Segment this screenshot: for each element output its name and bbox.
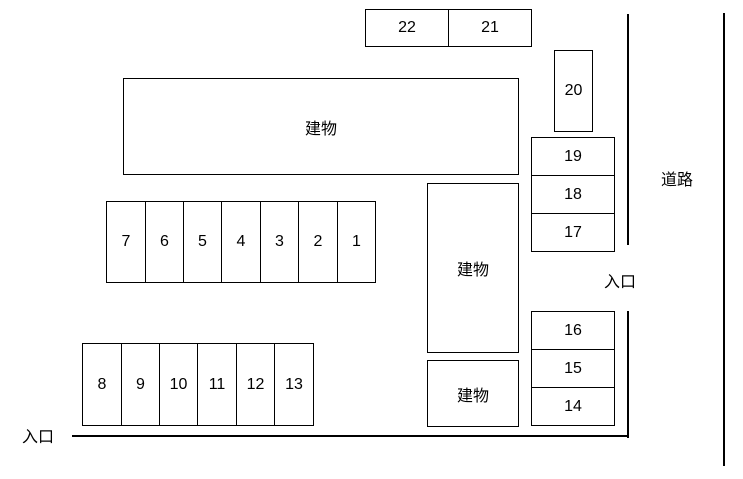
- parking-space-3: 3: [260, 201, 299, 283]
- parking-space-5: 5: [183, 201, 222, 283]
- building-middle: 建物: [427, 183, 519, 353]
- parking-space-12: 12: [236, 343, 275, 426]
- parking-space-1: 1: [337, 201, 376, 283]
- parking-space-9: 9: [121, 343, 160, 426]
- parking-space-7: 7: [106, 201, 146, 283]
- parking-space-19: 19: [531, 137, 615, 176]
- boundary-line-right-lower: [627, 311, 629, 438]
- building-bottom: 建物: [427, 360, 519, 427]
- entrance-label-bottom: 入口: [22, 427, 55, 446]
- parking-space-17: 17: [531, 213, 615, 252]
- parking-space-18: 18: [531, 175, 615, 214]
- parking-space-10: 10: [159, 343, 198, 426]
- parking-space-15: 15: [531, 349, 615, 388]
- parking-space-16: 16: [531, 311, 615, 350]
- parking-space-22: 22: [365, 9, 449, 47]
- parking-space-4: 4: [221, 201, 261, 283]
- parking-space-14: 14: [531, 387, 615, 426]
- parking-space-11: 11: [197, 343, 237, 426]
- parking-space-2: 2: [298, 201, 338, 283]
- parking-space-21: 21: [448, 9, 532, 47]
- parking-space-6: 6: [145, 201, 184, 283]
- road-edge-line: [723, 13, 725, 466]
- building-top: 建物: [123, 78, 519, 175]
- entrance-label-right: 入口: [604, 272, 637, 291]
- road-label: 道路: [661, 170, 694, 189]
- parking-space-13: 13: [274, 343, 314, 426]
- boundary-line-right-upper: [627, 14, 629, 245]
- boundary-line-bottom: [72, 435, 629, 437]
- parking-space-20: 20: [554, 50, 593, 132]
- parking-space-8: 8: [82, 343, 122, 426]
